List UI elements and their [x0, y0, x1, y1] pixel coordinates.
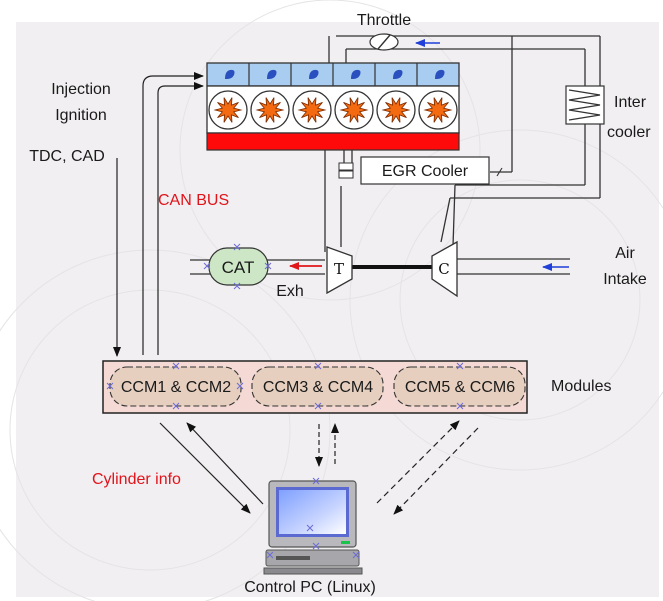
intake-label: Intake — [603, 271, 647, 288]
combustion-spark-icon — [297, 97, 327, 123]
can-bus-label: CAN BUS — [158, 192, 229, 209]
pc-links — [159, 420, 479, 515]
intercooler-label-1: Inter — [614, 94, 647, 111]
injector-icon — [309, 69, 319, 79]
modules-label: Modules — [551, 378, 611, 395]
injection-label: Injection — [51, 81, 111, 98]
egr-cooler-label: EGR Cooler — [382, 163, 469, 180]
throttle-valve — [369, 33, 399, 51]
signal-lines — [113, 72, 204, 357]
combustion-spark-icon — [381, 97, 411, 123]
turbine-label: T — [334, 260, 344, 278]
combustion-spark-icon — [255, 97, 285, 123]
compressor-label: C — [438, 260, 449, 278]
control-pc-icon — [263, 480, 363, 575]
control-pc-label: Control PC (Linux) — [244, 579, 376, 596]
cat-label: CAT — [222, 258, 255, 277]
injector-icon — [435, 69, 445, 79]
ccm56-label: CCM5 & CCM6 — [405, 379, 515, 396]
intercooler-label-2: cooler — [607, 124, 651, 141]
injector-icon — [393, 69, 403, 79]
compressor — [431, 240, 458, 298]
turbine — [326, 246, 353, 295]
exh-label: Exh — [276, 283, 304, 300]
combustion-spark-icon — [213, 97, 243, 123]
exhaust-manifold-bar — [206, 132, 460, 151]
air-label: Air — [615, 245, 635, 262]
throttle-label: Throttle — [357, 12, 411, 29]
injector-icon — [225, 69, 235, 79]
intercooler — [565, 85, 605, 125]
engine-block — [206, 62, 460, 151]
injector-icon — [267, 69, 277, 79]
cylinder-info-label: Cylinder info — [92, 471, 181, 488]
ccm34-label: CCM3 & CCM4 — [263, 379, 373, 396]
tdc-cad-label: TDC, CAD — [29, 148, 105, 165]
egr-cooler — [338, 156, 503, 185]
ignition-label: Ignition — [55, 107, 107, 124]
injector-icon — [351, 69, 361, 79]
selection-markers — [106, 243, 464, 559]
combustion-spark-icon — [423, 97, 453, 123]
ccm12-label: CCM1 & CCM2 — [121, 379, 231, 396]
combustion-spark-icon — [339, 97, 369, 123]
